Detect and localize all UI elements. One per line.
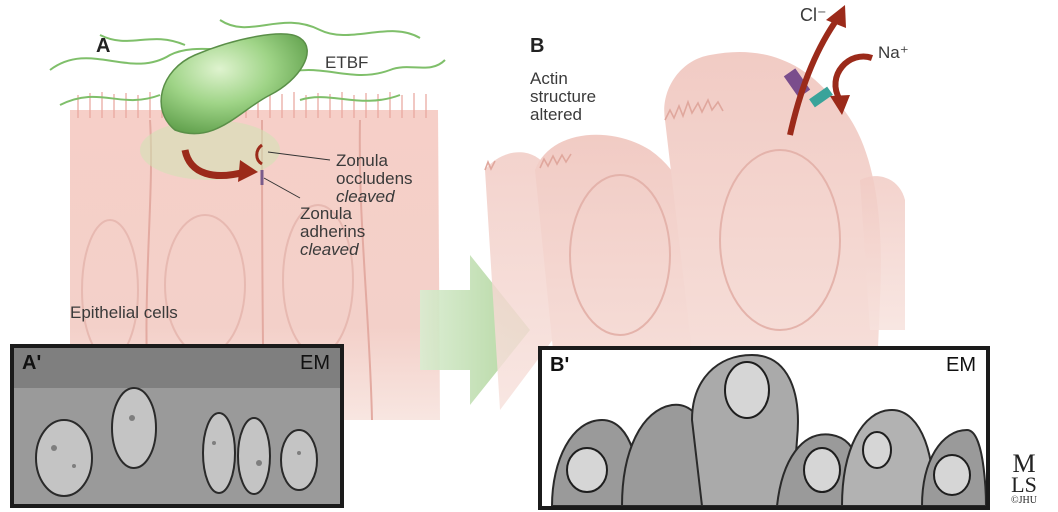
em-a-letter: A' [22,352,41,375]
za-line2: adherins [300,223,365,241]
mls-logo: M LS ©JHU [1004,453,1044,506]
em-a-tag: EM [300,352,330,375]
etbf-label: ETBF [325,54,368,72]
actin-label: Actin structure altered [530,70,596,124]
za-line3: cleaved [300,241,365,259]
zonula-adherins-label: Zonula adherins cleaved [300,205,365,259]
em-panel-a: A' EM [10,344,344,508]
zonula-occludens-label: Zonula occludens cleaved [336,152,413,206]
logo-ls: LS [1004,475,1044,495]
actin-line1: Actin [530,70,596,88]
sodium-label: Na⁺ [878,44,909,62]
em-b-tag: EM [946,354,976,377]
em-b-letter: B' [550,354,569,377]
panel-b-letter: B [530,36,544,57]
em-panel-b: B' EM [538,346,990,510]
epithelial-cells-label: Epithelial cells [70,304,178,322]
actin-line3: altered [530,106,596,124]
zo-line2: occludens [336,170,413,188]
zo-line3: cleaved [336,188,413,206]
chloride-label: Cl⁻ [800,6,827,25]
panel-a-letter: A [96,36,110,57]
zo-line1: Zonula [336,152,413,170]
em-a-image [14,348,340,504]
actin-line2: structure [530,88,596,106]
em-b-image [542,350,986,506]
za-line1: Zonula [300,205,365,223]
logo-copyright: ©JHU [1004,495,1044,506]
